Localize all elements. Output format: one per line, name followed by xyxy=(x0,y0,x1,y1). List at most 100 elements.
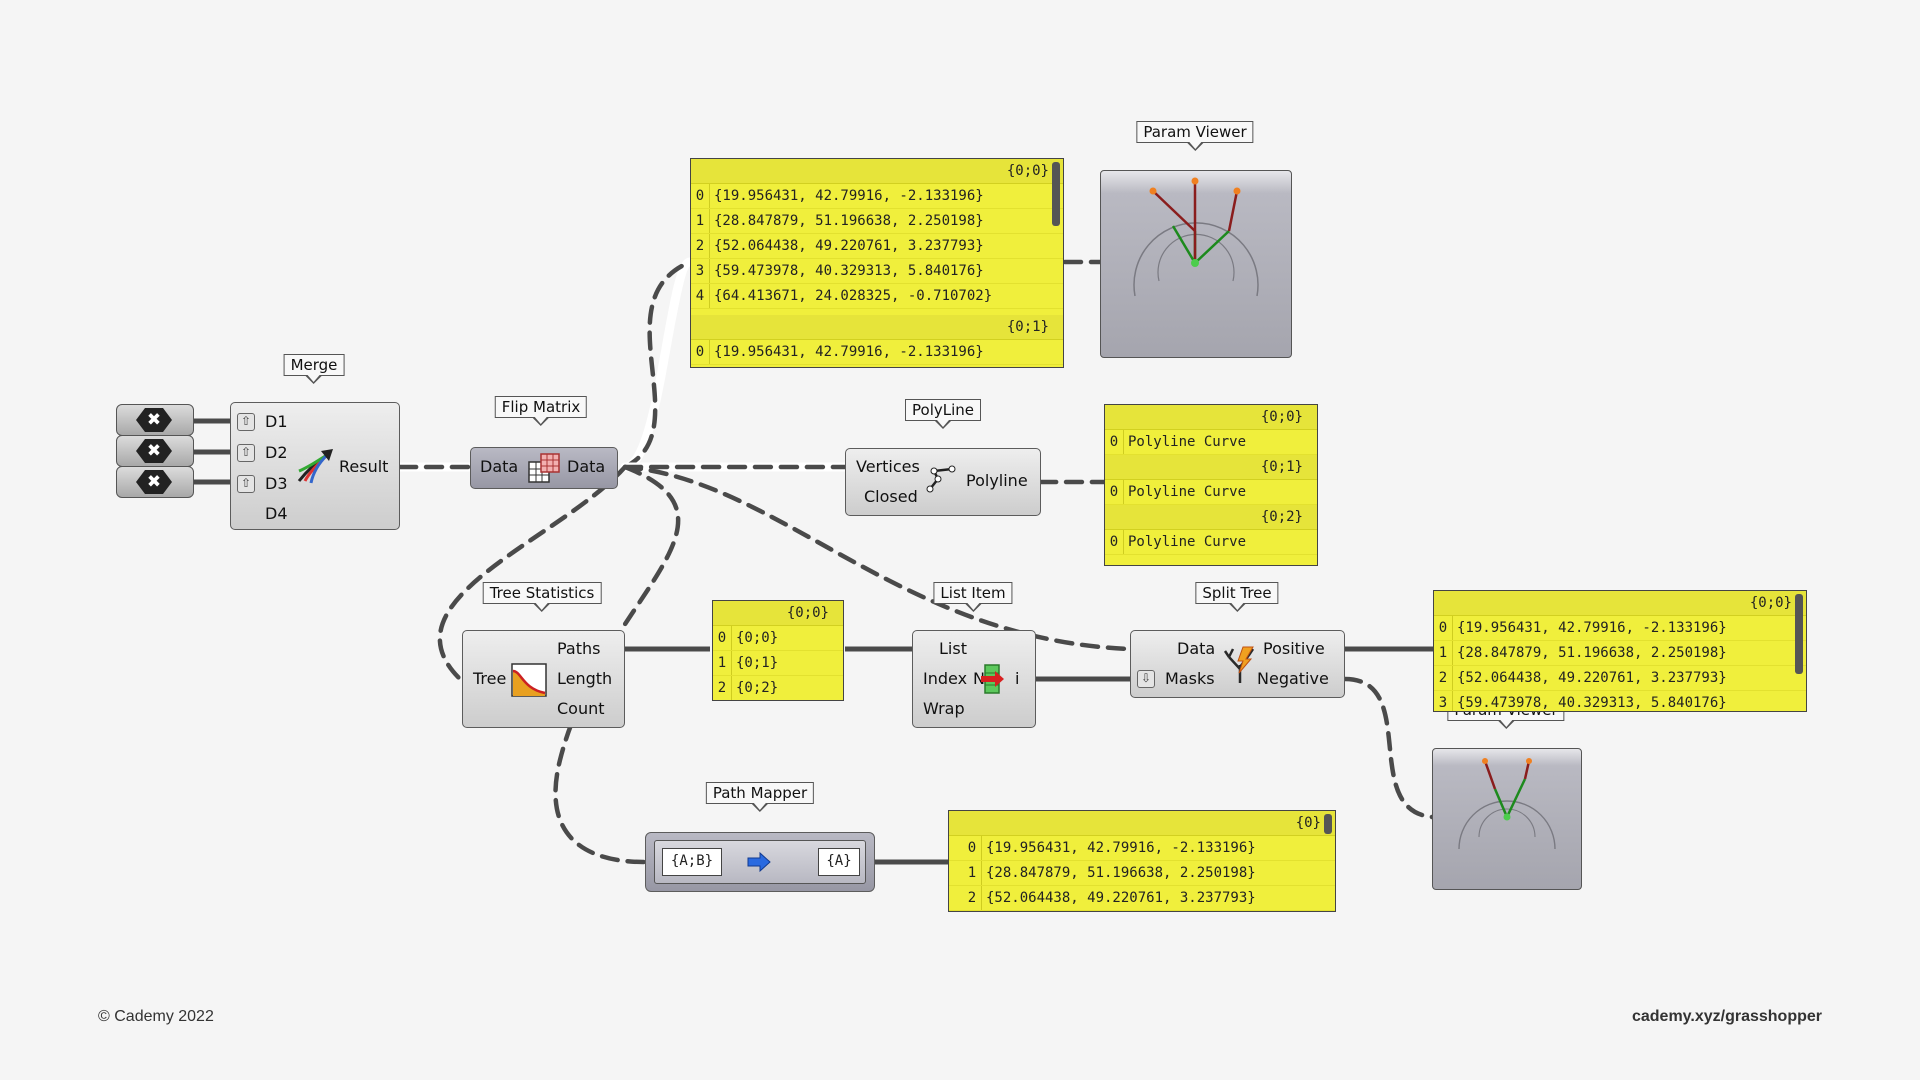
wire-flip-split-tree xyxy=(622,464,1133,652)
flip-matrix-component[interactable]: Data Data xyxy=(470,447,618,489)
flip-matrix-icon xyxy=(528,453,560,483)
tree-statistics-output-count[interactable]: Count xyxy=(557,699,605,718)
split-tree-output-negative[interactable]: Negative xyxy=(1257,669,1329,688)
up-arrow-icon[interactable]: ⇧ xyxy=(237,413,255,431)
panel-scrollbar[interactable] xyxy=(1324,814,1332,834)
split-tree-component[interactable]: Data ⇩ Masks Positive Negative xyxy=(1130,630,1345,698)
polyline-output[interactable]: Polyline xyxy=(966,471,1028,490)
panel-split-positive[interactable]: {0;0} 0{19.956431, 42.79916, -2.133196} … xyxy=(1433,590,1807,712)
wire-split-negative-viewer xyxy=(1342,676,1435,820)
list-item: 0{19.956431, 42.79916, -2.133196} xyxy=(949,836,1335,861)
flip-matrix-input-data[interactable]: Data xyxy=(480,457,519,476)
list-item-icon xyxy=(981,664,1004,694)
list-item-input-wrap[interactable]: Wrap xyxy=(923,699,965,718)
tree-statistics-label: Tree Statistics xyxy=(482,582,602,612)
list-item: 1{28.847879, 51.196638, 2.250198} xyxy=(1434,641,1806,666)
panel-path-mapper[interactable]: {0} 0{19.956431, 42.79916, -2.133196} 1{… xyxy=(948,810,1336,912)
list-item: 2{52.064438, 49.220761, 3.237793} xyxy=(1434,666,1806,691)
list-item: 2{52.064438, 49.220761, 3.237793} xyxy=(691,234,1063,259)
wire-flip-tree-stats xyxy=(437,464,628,682)
polyline-component[interactable]: Vertices Closed Polyline xyxy=(845,448,1041,516)
flip-matrix-label: Flip Matrix xyxy=(494,396,588,426)
split-tree-label: Split Tree xyxy=(1195,582,1279,612)
down-arrow-icon[interactable]: ⇩ xyxy=(1137,670,1155,688)
branch-path: {0} xyxy=(949,811,1335,836)
list-item: 1{0;1} xyxy=(713,651,843,676)
split-tree-output-positive[interactable]: Positive xyxy=(1263,639,1325,658)
list-item: 2{52.064438, 49.220761, 3.237793} xyxy=(949,886,1335,911)
tree-statistics-icon xyxy=(511,663,547,697)
tree-statistics-output-length[interactable]: Length xyxy=(557,669,613,688)
footer-copyright: © Cademy 2022 xyxy=(98,1008,214,1025)
footer-url[interactable]: cademy.xyz/grasshopper xyxy=(1631,1008,1822,1025)
list-item: 4{64.413671, 24.028325, -0.710702} xyxy=(691,284,1063,309)
branch-path: {0;2} xyxy=(1105,505,1317,530)
false-toggle-icon: ✖ xyxy=(136,439,172,463)
list-item: 1{28.847879, 51.196638, 2.250198} xyxy=(949,861,1335,886)
arrow-right-icon xyxy=(747,851,771,873)
split-tree-input-data[interactable]: Data xyxy=(1177,639,1216,658)
branch-path: {0;0} xyxy=(1434,591,1806,616)
merge-input-d2[interactable]: D2 xyxy=(265,443,288,462)
panel-scrollbar[interactable] xyxy=(1052,162,1060,226)
branch-path: {0;0} xyxy=(691,159,1063,184)
merge-input-d1[interactable]: D1 xyxy=(265,412,288,431)
tree-graph-icon xyxy=(1458,758,1556,850)
merge-input-d3[interactable]: D3 xyxy=(265,474,288,493)
path-mapper-target[interactable]: {A} xyxy=(818,848,860,876)
tree-statistics-input-tree[interactable]: Tree xyxy=(473,669,507,688)
boolean-toggle-2[interactable]: ✖ xyxy=(116,435,194,467)
param-viewer-top[interactable] xyxy=(1100,170,1292,358)
wires-solid xyxy=(192,418,1433,865)
list-item: 3{59.473978, 40.329313, 5.840176} xyxy=(1434,691,1806,711)
polyline-label: PolyLine xyxy=(905,399,981,429)
branch-path: {0;0} xyxy=(713,601,843,626)
list-item-input-list[interactable]: List xyxy=(939,639,967,658)
branch-path: {0;0} xyxy=(1105,405,1317,430)
list-item-component[interactable]: List Index Wrap N i xyxy=(912,630,1036,728)
up-arrow-icon[interactable]: ⇧ xyxy=(237,475,255,493)
list-item: 0{19.956431, 42.79916, -2.133196} xyxy=(691,184,1063,209)
merge-input-d4[interactable]: D4 xyxy=(265,504,288,523)
merge-output-result[interactable]: Result xyxy=(339,457,389,476)
list-item: 1{28.847879, 51.196638, 2.250198} xyxy=(691,209,1063,234)
polyline-input-vertices[interactable]: Vertices xyxy=(856,457,920,476)
polyline-input-closed[interactable]: Closed xyxy=(864,487,918,506)
wire-flip-panel-top xyxy=(622,259,693,470)
path-mapper-label: Path Mapper xyxy=(705,782,815,812)
tree-graph-icon xyxy=(1133,177,1259,297)
path-mapper-component[interactable]: {A;B} {A} xyxy=(645,832,875,892)
panel-coordinates-top[interactable]: {0;0} 0{19.956431, 42.79916, -2.133196} … xyxy=(690,158,1064,368)
branch-path: {0;1} xyxy=(691,315,1063,340)
list-item: 0{0;0} xyxy=(713,626,843,651)
list-item-output-item[interactable]: i xyxy=(1015,669,1020,688)
polyline-icon xyxy=(926,465,956,493)
boolean-toggle-1[interactable]: ✖ xyxy=(116,404,194,436)
list-item: 2{0;2} xyxy=(713,676,843,700)
list-item-input-index[interactable]: Index xyxy=(923,669,968,688)
false-toggle-icon: ✖ xyxy=(136,470,172,494)
panel-scrollbar[interactable] xyxy=(1795,594,1803,674)
param-viewer-bottom[interactable] xyxy=(1432,748,1582,890)
tree-statistics-output-paths[interactable]: Paths xyxy=(557,639,601,658)
list-item: 3{59.473978, 40.329313, 5.840176} xyxy=(691,259,1063,284)
list-item: 0{19.956431, 42.79916, -2.133196} xyxy=(691,340,1063,365)
split-tree-input-masks[interactable]: Masks xyxy=(1165,669,1215,688)
split-tree-icon xyxy=(1223,646,1255,683)
boolean-toggle-3[interactable]: ✖ xyxy=(116,466,194,498)
flip-matrix-output-data[interactable]: Data xyxy=(567,457,606,476)
merge-label: Merge xyxy=(283,354,345,384)
merge-component[interactable]: ⇧ ⇧ ⇧ D1 D2 D3 D4 Result xyxy=(230,402,400,530)
merge-arrows-icon xyxy=(297,449,333,484)
tree-statistics-component[interactable]: Tree Paths Length Count xyxy=(462,630,625,728)
panel-tree-paths[interactable]: {0;0} 0{0;0} 1{0;1} 2{0;2} xyxy=(712,600,844,701)
path-mapper-source[interactable]: {A;B} xyxy=(662,848,722,876)
up-arrow-icon[interactable]: ⇧ xyxy=(237,444,255,462)
list-item: 0{19.956431, 42.79916, -2.133196} xyxy=(1434,616,1806,641)
branch-path: {0;1} xyxy=(1105,455,1317,480)
